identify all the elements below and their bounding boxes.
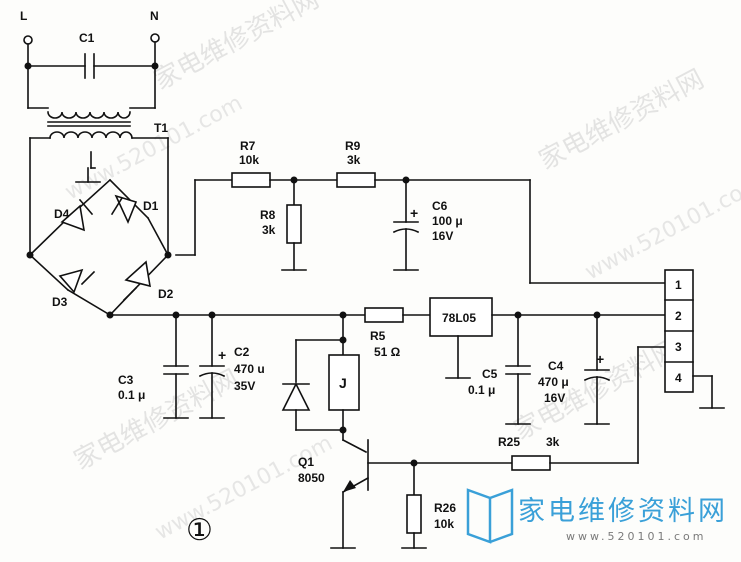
Q1-value: 8050: [298, 471, 325, 485]
C2-plus: +: [218, 347, 226, 363]
diode-D3: [58, 268, 96, 294]
R25-value: 3k: [546, 435, 560, 449]
flyback-diode: [281, 382, 311, 411]
bridge-rectifier: D4 D1 D3 D2: [26, 178, 174, 319]
relay-label: J: [339, 375, 347, 391]
C2-value: 470 u: [234, 362, 265, 376]
C4-plus: +: [596, 351, 604, 367]
R5-label: R5: [370, 329, 386, 343]
diode-D4: [60, 198, 94, 232]
Q1-label: Q1: [298, 455, 314, 469]
C3-label: C3: [118, 373, 134, 387]
C3-value: 0.1 μ: [118, 388, 145, 402]
C2-label: C2: [234, 345, 250, 359]
watermark-text: 家电维修资料网: [534, 64, 709, 176]
resistor-R25: [511, 455, 551, 471]
regulator-label: 78L05: [442, 311, 476, 325]
resistor-R8: [286, 204, 302, 244]
pin-2: 2: [675, 309, 682, 323]
book-icon: [466, 488, 514, 544]
C6-label: C6: [432, 199, 448, 213]
C6-plus: +: [410, 205, 418, 221]
resistor-R7: [231, 172, 271, 188]
site-logo: 家电维修资料网 www.520101.com: [466, 488, 728, 544]
R7-label: R7: [240, 139, 256, 153]
D1-label: D1: [143, 199, 159, 213]
C5-label: C5: [482, 367, 498, 381]
watermark-url: www.520101.com: [151, 431, 337, 546]
R25-label: R25: [498, 435, 520, 449]
watermark-text: 家电维修资料网: [149, 0, 324, 96]
logo-text: 家电维修资料网: [518, 496, 728, 527]
C4-label: C4: [548, 359, 564, 373]
R7-value: 10k: [239, 153, 259, 167]
pin-1: 1: [675, 278, 682, 292]
D4-label: D4: [54, 207, 70, 221]
logo-url: www.520101.com: [566, 530, 706, 543]
R26-value: 10k: [434, 517, 454, 531]
figure-number: ①: [186, 513, 213, 548]
T1-label: T1: [154, 121, 168, 135]
D2-label: D2: [158, 287, 174, 301]
R9-label: R9: [345, 139, 361, 153]
relay-J: [328, 354, 360, 411]
pin-4: 4: [675, 371, 682, 385]
R5-value: 51 Ω: [374, 345, 401, 359]
regulator-78L05: [429, 297, 493, 337]
terminal-N-label: N: [150, 9, 159, 23]
resistor-R9: [336, 172, 376, 188]
C1-label: C1: [79, 31, 95, 45]
C4-voltage: 16V: [544, 391, 565, 405]
watermark-text: 家电维修资料网: [69, 364, 244, 476]
relay-driver: J Q1 8050 R25 3k R26 10k: [281, 314, 666, 549]
terminal-N: [150, 33, 160, 43]
R8-label: R8: [260, 208, 276, 222]
C2-voltage: 35V: [234, 379, 255, 393]
R26-label: R26: [434, 501, 456, 515]
R9-value: 3k: [347, 153, 361, 167]
pin-3: 3: [675, 340, 682, 354]
C6-value: 100 μ: [432, 214, 463, 228]
sense-divider: + R7 10k R9 3k R8 3k C6 100 μ 16V: [175, 139, 666, 284]
terminal-L-label: L: [20, 9, 27, 23]
mains-terminals: L N: [20, 9, 160, 67]
emitter-arrow: [343, 480, 356, 492]
watermark-url: www.520101.com: [581, 171, 741, 286]
diode-D1: [110, 194, 138, 225]
C6-voltage: 16V: [432, 229, 453, 243]
terminal-L: [23, 35, 33, 45]
D3-label: D3: [52, 295, 68, 309]
connector: 1 2 3 4: [664, 269, 725, 409]
C4-value: 470 μ: [538, 375, 569, 389]
resistor-R26: [406, 494, 422, 534]
C5-value: 0.1 μ: [468, 383, 495, 397]
supply-rail: 78L05 + + R5 51 Ω: [109, 297, 666, 425]
capacitor-C1: C1: [24, 31, 159, 79]
resistor-R5: [364, 307, 404, 323]
transformer-T1: T1: [27, 65, 169, 256]
diode-D2: [122, 260, 151, 302]
R8-value: 3k: [262, 223, 276, 237]
